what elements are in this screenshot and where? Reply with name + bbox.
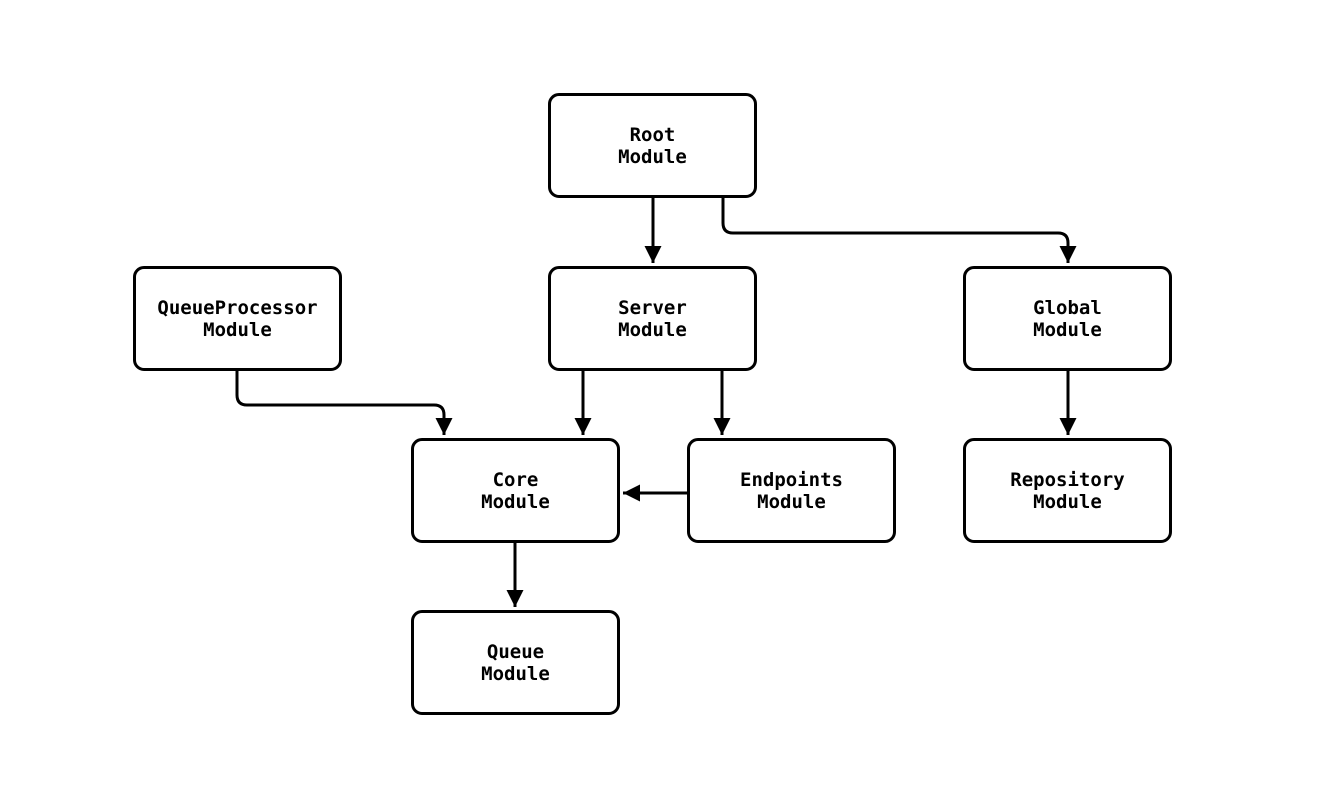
node-label: Global [1033, 296, 1102, 319]
node-label: Module [618, 318, 687, 341]
node-label: Module [481, 662, 550, 685]
node-core-module: Core Module [411, 438, 620, 543]
node-label: Module [1033, 490, 1102, 513]
node-server-module: Server Module [548, 266, 757, 371]
node-label: Module [481, 490, 550, 513]
node-label: Root [629, 123, 676, 146]
node-global-module: Global Module [963, 266, 1172, 371]
edge-queueprocessor-core [235, 369, 453, 435]
node-label: Queue [486, 640, 545, 663]
node-label: Module [757, 490, 826, 513]
node-label: Module [618, 145, 687, 168]
edge-root-global [721, 196, 1077, 263]
node-label: Server [618, 296, 687, 319]
node-endpoints-module: Endpoints Module [687, 438, 896, 543]
node-queue-module: Queue Module [411, 610, 620, 715]
node-label: Endpoints [740, 468, 843, 491]
node-root-module: Root Module [548, 93, 757, 198]
node-label: QueueProcessor [157, 296, 318, 319]
node-label: Core [492, 468, 539, 491]
node-repository-module: Repository Module [963, 438, 1172, 543]
node-queueprocessor-module: QueueProcessor Module [133, 266, 342, 371]
node-label: Module [1033, 318, 1102, 341]
node-label: Repository [1010, 468, 1125, 491]
node-label: Module [203, 318, 272, 341]
